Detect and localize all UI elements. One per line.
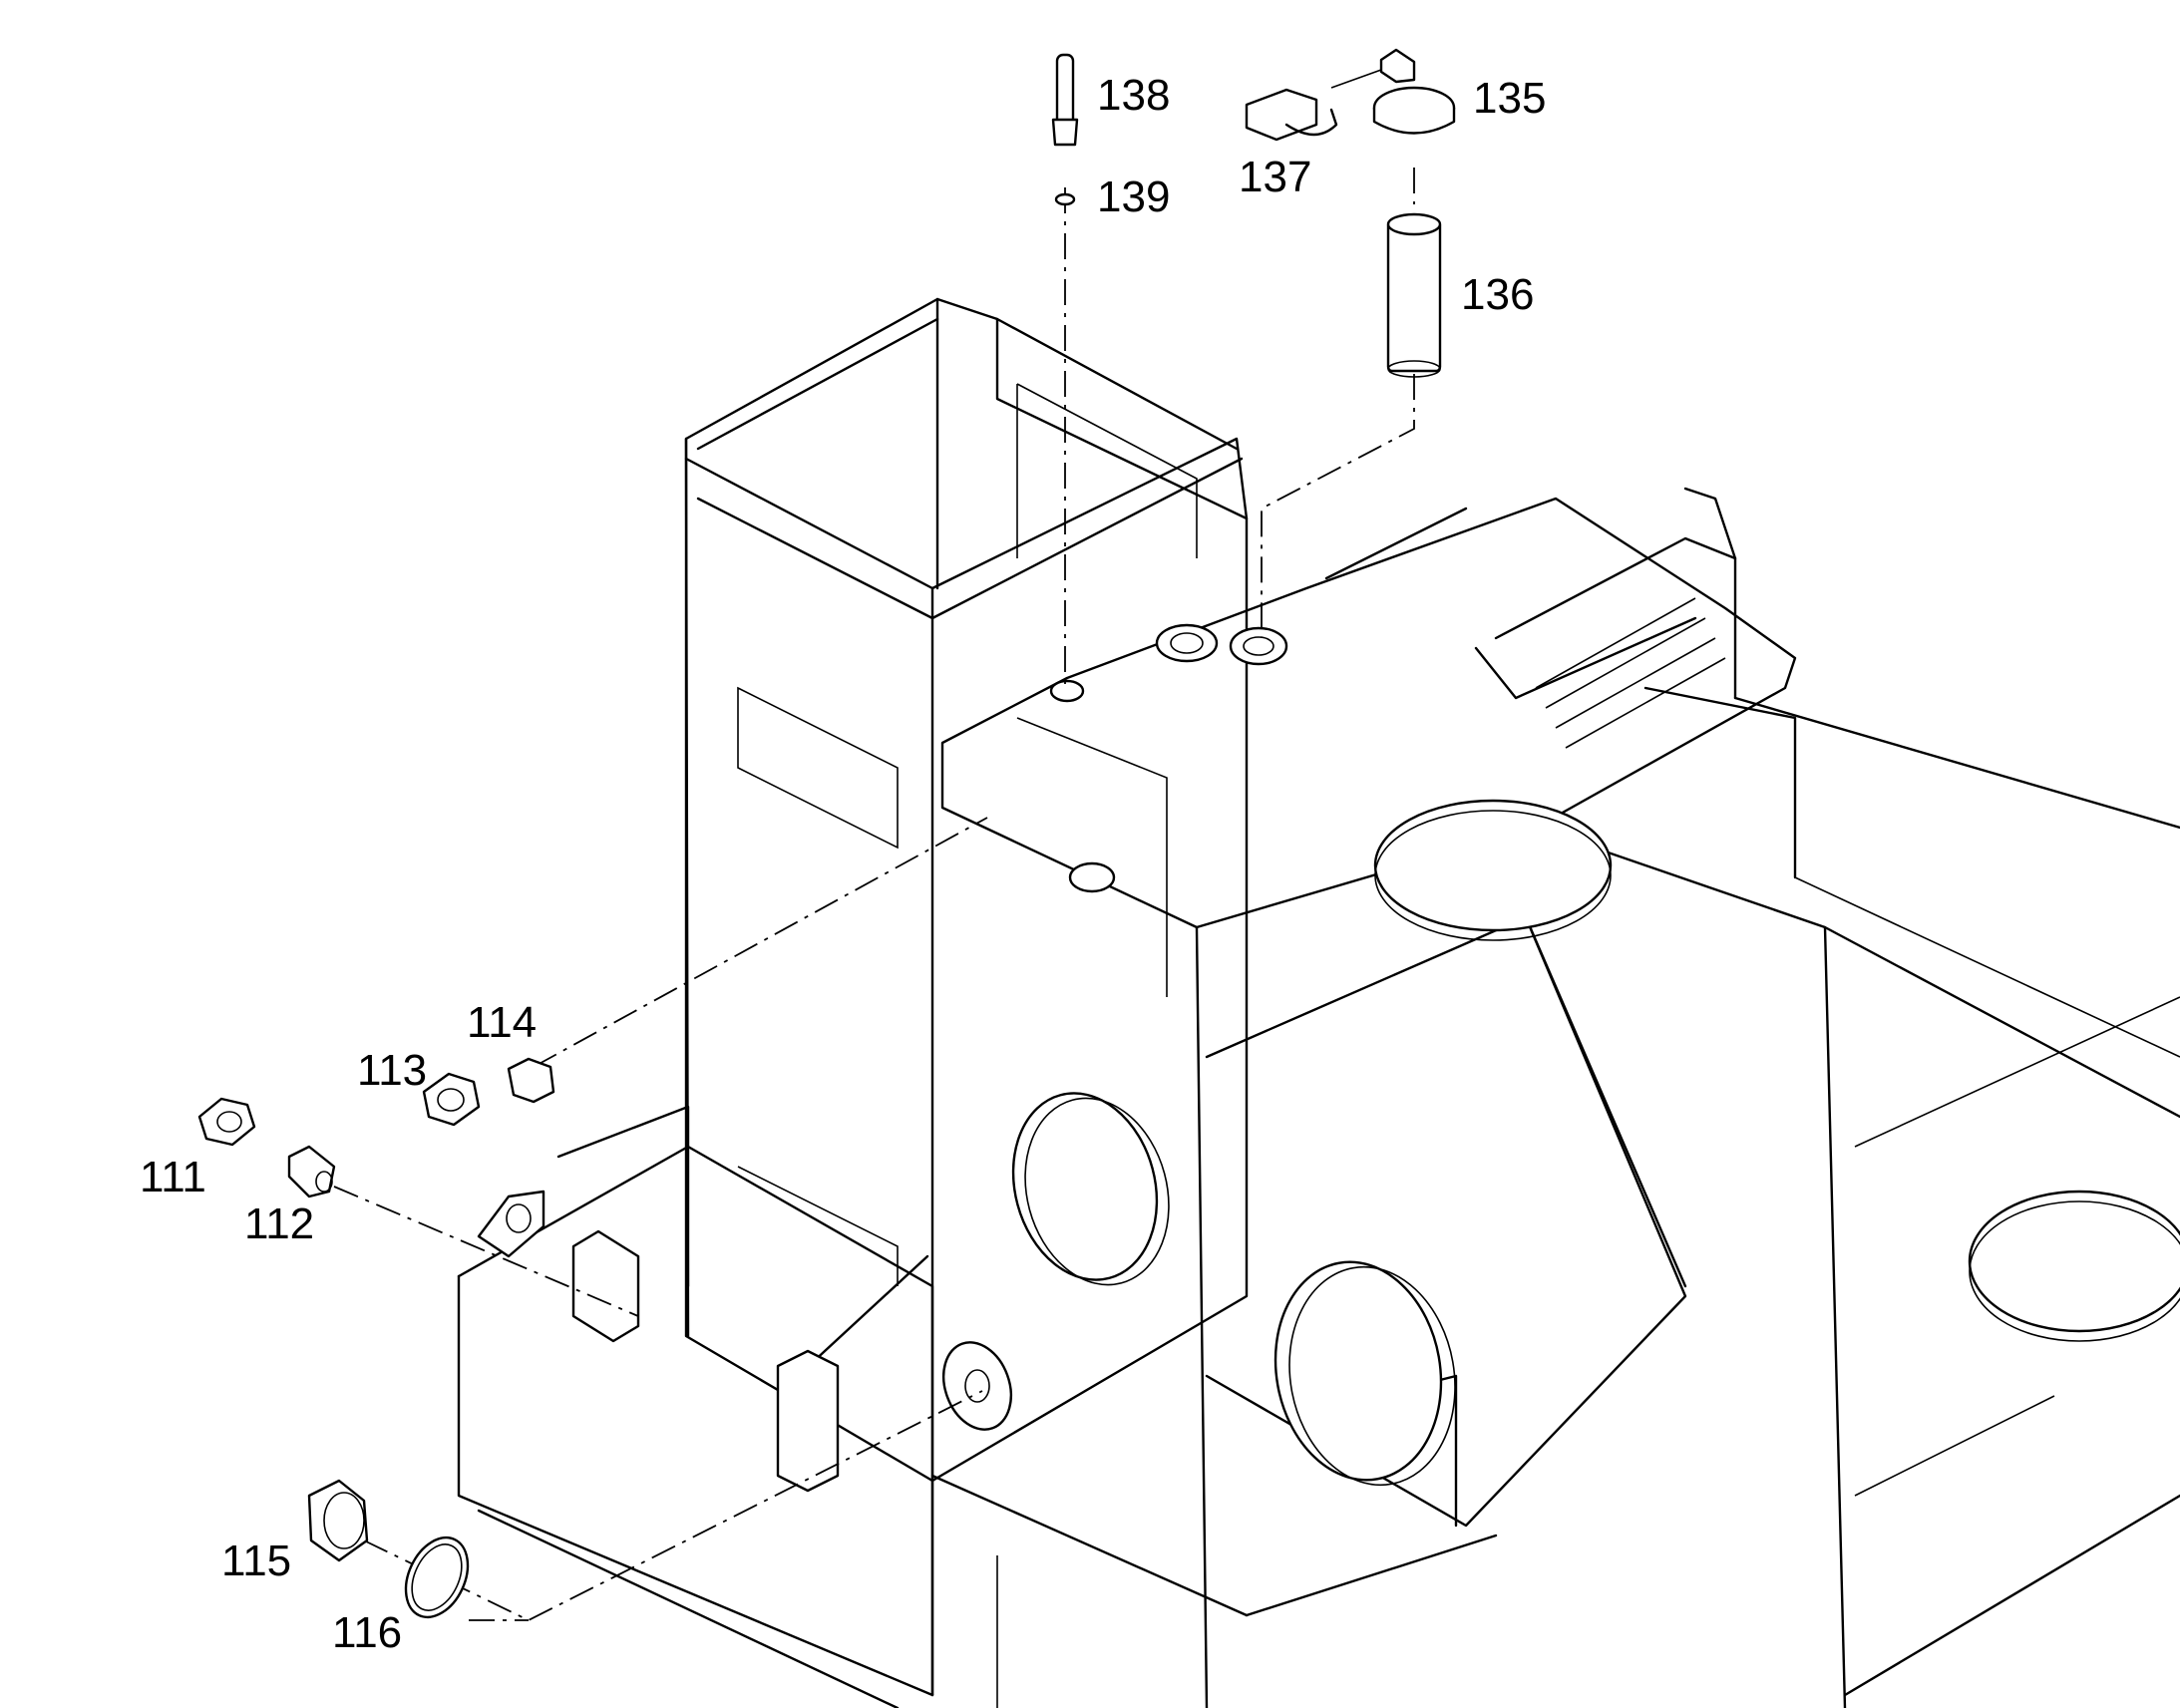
part-136-tube [1386,212,1442,378]
callout-116: 116 [332,1608,402,1657]
part-114-fitting [507,1057,555,1104]
part-115-plug [307,1479,369,1562]
round-cover-lower [1273,1260,1456,1487]
top-openings [1049,623,1288,893]
callout-labels: 138 139 137 135 136 114 113 111 112 115 … [140,71,1546,1657]
part-113-nut [422,1072,481,1127]
callout-113: 113 [357,1046,427,1095]
flange-port [942,1341,1012,1431]
round-cover-top [1373,799,1613,941]
part-116-o-ring [404,1536,470,1619]
slotted-plate [1535,597,1726,749]
part-137-padlock [1245,88,1338,142]
round-cover-right [1968,1190,2180,1342]
part-111-nut [197,1097,256,1147]
callout-115: 115 [221,1537,291,1585]
callout-111: 111 [140,1153,206,1201]
part-112-fitting [287,1145,336,1198]
part-135-cap [1330,48,1456,135]
callout-138: 138 [1097,71,1170,120]
lifting-eye [477,1190,840,1493]
round-cover-middle [1011,1092,1170,1286]
part-138-rod [1051,53,1079,147]
callout-136: 136 [1461,270,1534,319]
callout-139: 139 [1097,172,1170,221]
callout-135: 135 [1473,74,1546,123]
part-139-seal [1054,192,1076,206]
machine-frame [457,297,2180,1708]
callout-114: 114 [467,998,537,1047]
callout-112: 112 [244,1199,314,1248]
callout-137: 137 [1239,153,1311,201]
